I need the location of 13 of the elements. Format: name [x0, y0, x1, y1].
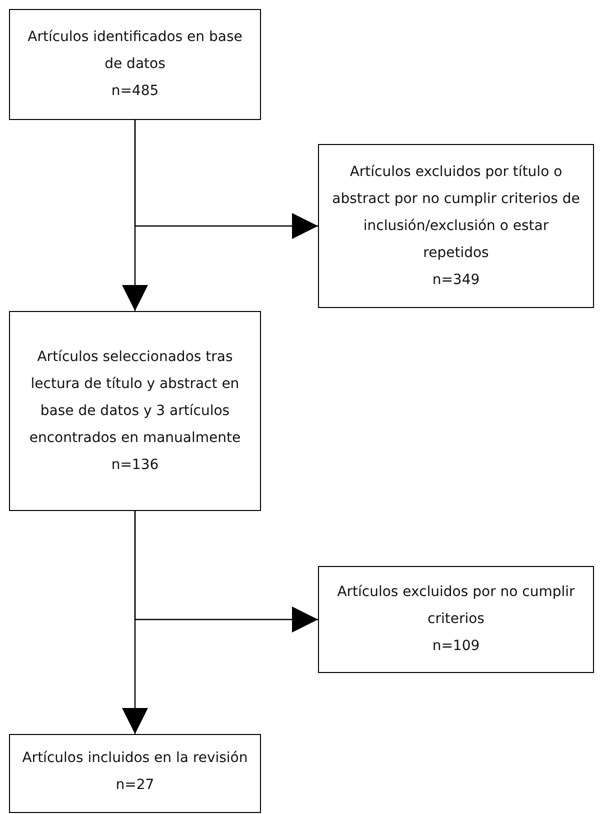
exclusion-box [318, 144, 594, 308]
count-text: n=109 [432, 637, 480, 656]
count-text: n=27 [116, 776, 154, 795]
process-box [9, 311, 261, 511]
count-text: n=136 [111, 456, 159, 474]
exclusion-box [318, 566, 594, 673]
arrow [122, 511, 148, 734]
count-text: n=485 [111, 82, 159, 101]
box-text: Artículos incluidos en la revisión [22, 749, 248, 768]
process-box [9, 9, 261, 120]
count-text: n=349 [432, 270, 480, 290]
result-box [9, 734, 261, 813]
arrow [122, 120, 148, 311]
